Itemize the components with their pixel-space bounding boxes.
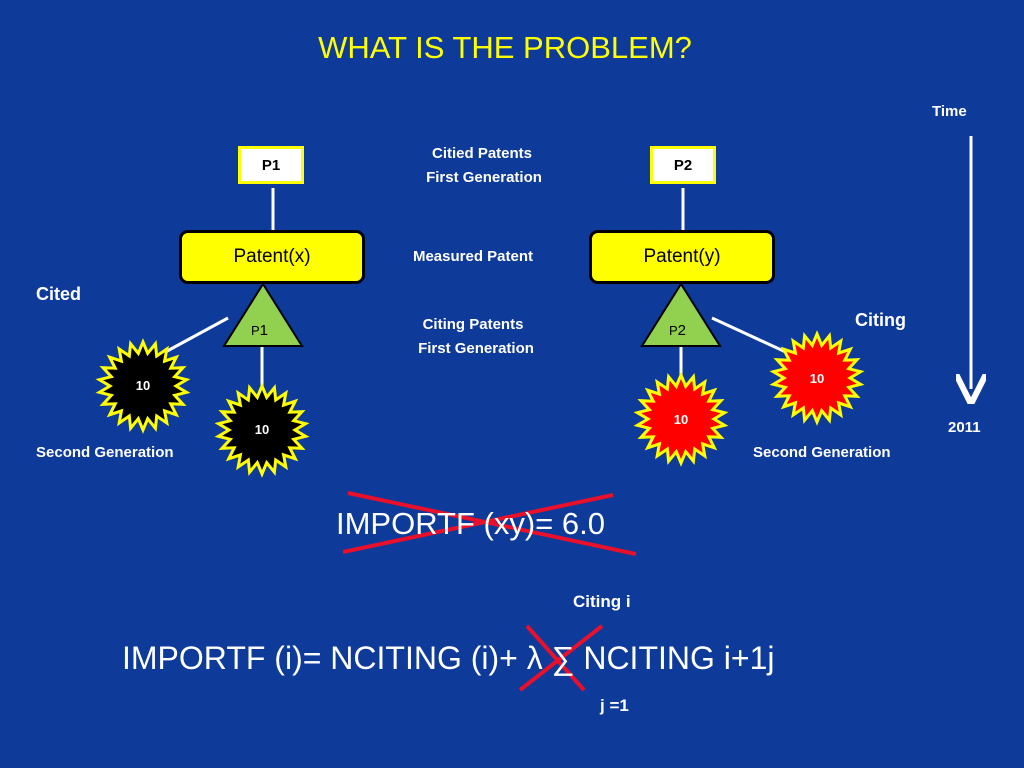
burst-right-a [769,330,865,426]
cross-line-3 [525,624,586,692]
triangle-p2 [640,282,722,347]
burst-right-b [633,371,729,467]
triangle-p1 [222,282,304,347]
burst-right-a-label: 10 [810,371,824,386]
burst-left-a [95,338,191,434]
cited-patents-label: Citied Patents [431,145,533,162]
burst-left-a-label: 10 [136,378,150,393]
second-generation-right: Second Generation [753,444,891,461]
sum-lower-limit: j =1 [600,696,629,715]
connector-p2-burst-a [711,316,791,356]
citing-patents-generation: First Generation [418,340,534,357]
patent-x-box: Patent(x) [179,230,365,284]
year-2011-label: 2011 [948,419,981,436]
box-p1: P1 [238,146,304,184]
importf-formula: IMPORTF (i)= NCITING (i)+ λ ∑ NCITING i+… [122,640,775,676]
page-title: WHAT IS THE PROBLEM? [318,30,692,65]
burst-left-b [214,382,310,478]
connector-p1-burst-a [157,316,229,358]
patent-y-box: Patent(y) [589,230,775,284]
crossed-formula: IMPORTF (xy)= 6.0 [336,506,605,541]
cross-line-4 [518,624,604,692]
cross-line-2 [342,493,614,554]
cited-label: Cited [36,284,81,304]
triangle-p2-label: P2 [669,322,687,339]
time-label: Time [932,103,967,120]
sum-upper-limit: Citing i [573,592,631,611]
box-p2: P2 [650,146,716,184]
measured-patent-label: Measured Patent [412,248,534,265]
second-generation-left: Second Generation [36,444,174,461]
burst-right-b-label: 10 [674,412,688,427]
cited-patents-generation: First Generation [426,169,542,186]
citing-label: Citing [855,310,906,330]
triangle-p1-label: P1 [251,322,269,339]
cross-line-1 [347,491,637,556]
citing-patents-label: Citing Patents [422,316,524,333]
burst-left-b-label: 10 [255,422,269,437]
